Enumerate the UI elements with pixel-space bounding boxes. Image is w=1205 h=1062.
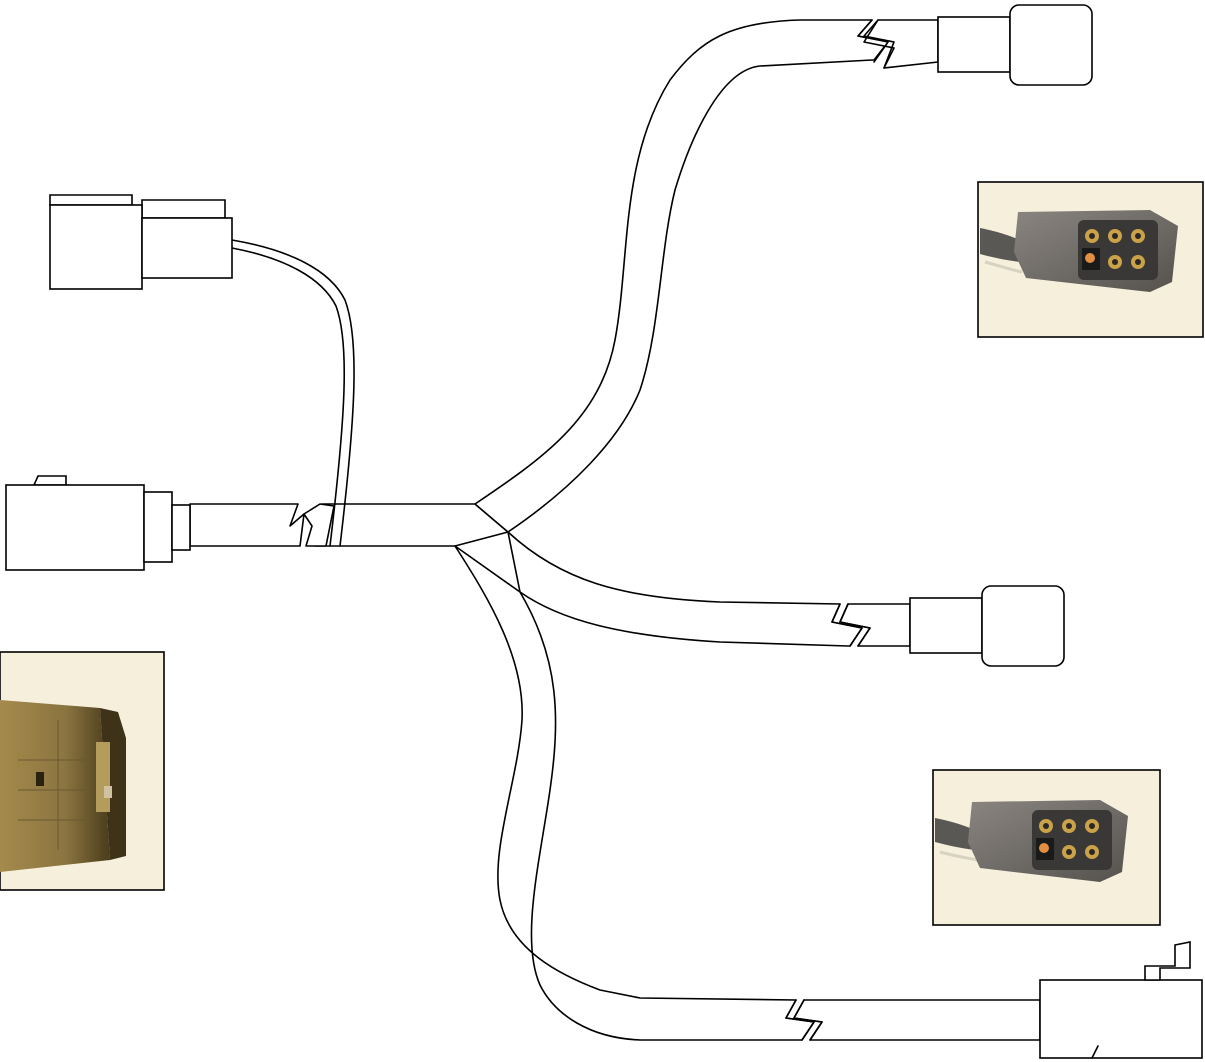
top-right-connector [937,4,1093,86]
lower-branch-cable [454,545,1041,1041]
photo-callout-left [0,651,165,891]
photo-callout-mid-right [932,769,1161,926]
auxiliary-thin-cable [231,239,355,547]
middle-branch-cable [507,531,911,647]
top-left-auxiliary-connector [49,194,233,290]
bottom-right-connector [1039,941,1203,1059]
rectangular-connector-photo-icon [0,700,126,872]
main-trunk-cable [189,503,509,547]
photo-callout-top-right [977,181,1204,338]
upper-branch-cable [474,19,939,533]
middle-right-connector [909,585,1065,667]
connector-6-pin-socket-photo-icon [980,210,1178,292]
left-main-connector [5,475,191,571]
connector-6-pin-socket-photo-icon [935,800,1128,882]
